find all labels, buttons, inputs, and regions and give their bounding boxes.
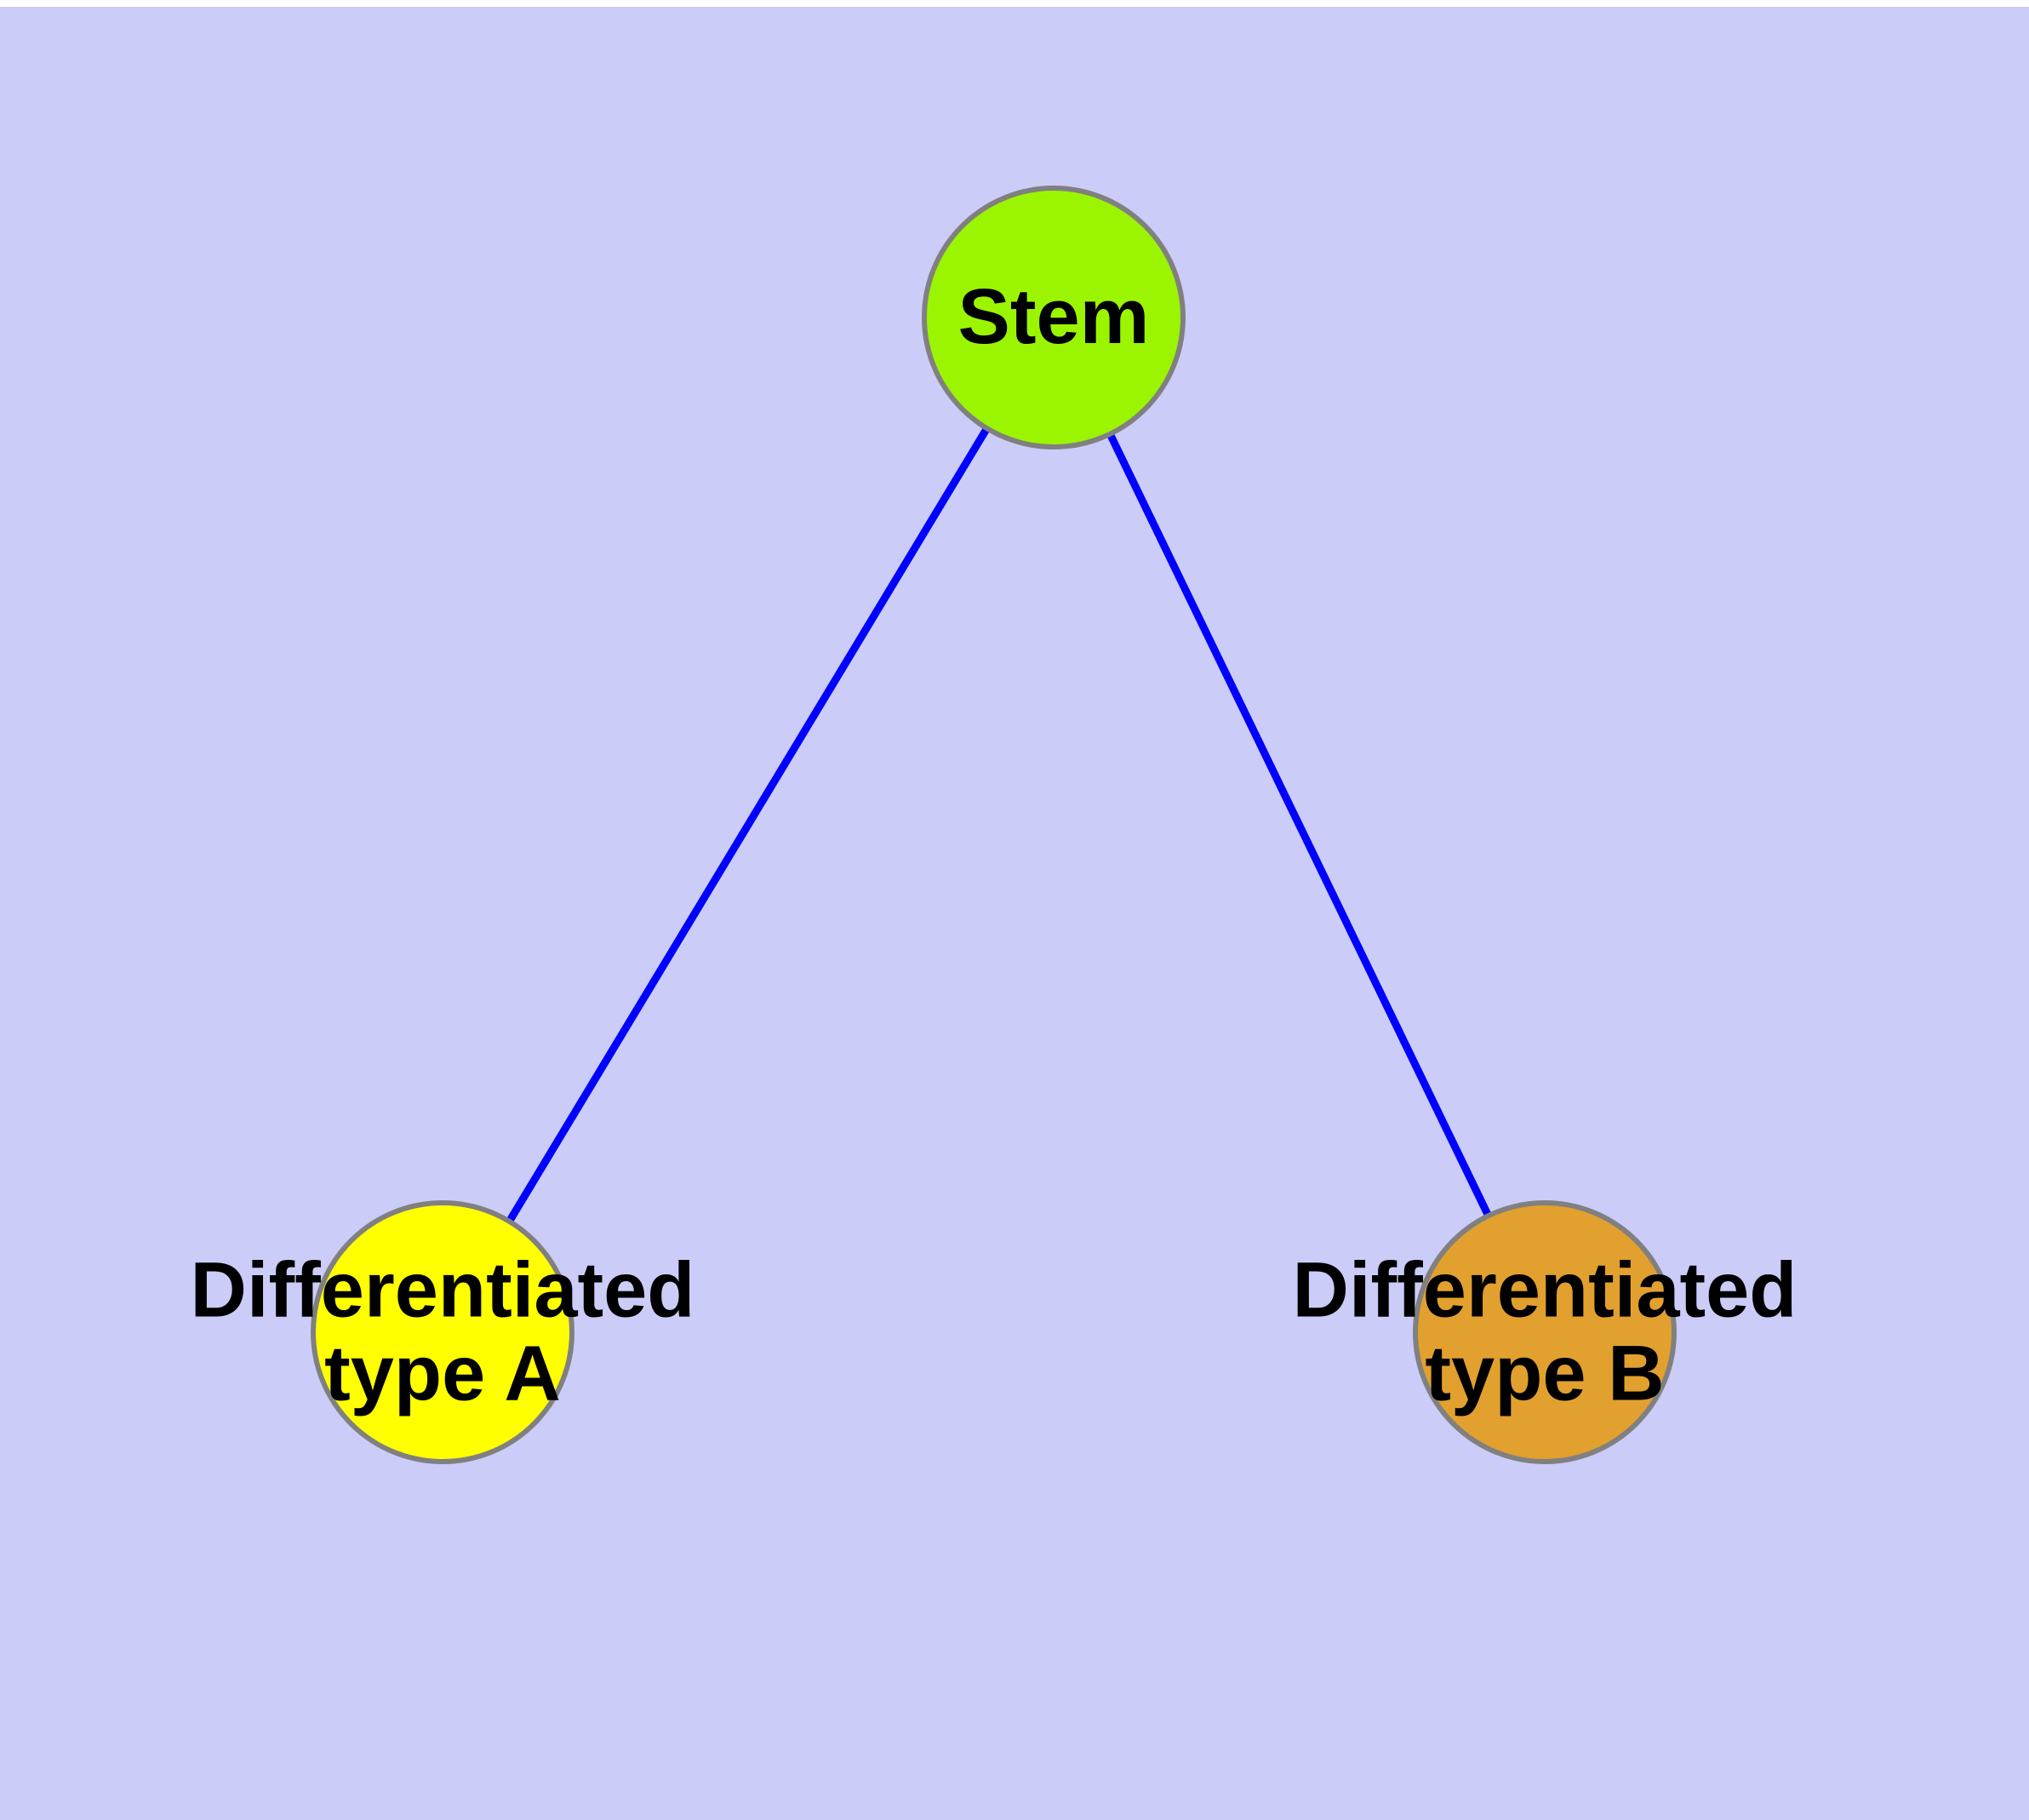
graph-edge-stem-diff_a[interactable] — [506, 426, 990, 1223]
edges-layer — [506, 426, 1492, 1223]
graph-node-diff_b[interactable] — [1413, 1200, 1677, 1464]
graph-node-stem[interactable] — [922, 186, 1186, 449]
nodes-layer — [311, 186, 1677, 1464]
graph-edge-stem-diff_b[interactable] — [1106, 432, 1492, 1217]
graph-node-diff_a[interactable] — [311, 1200, 574, 1464]
